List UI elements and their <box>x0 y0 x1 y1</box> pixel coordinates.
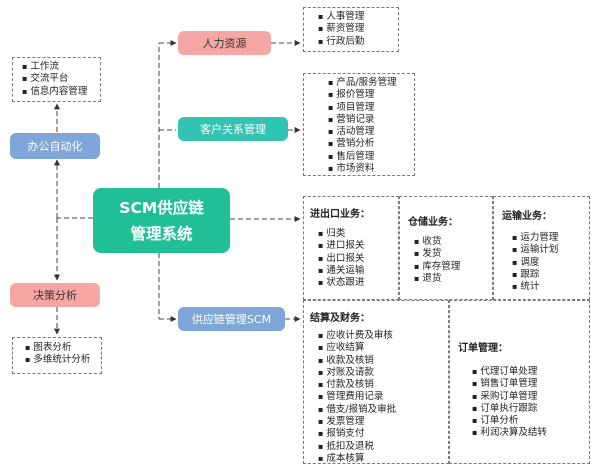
list-item: 利润决算及结转 <box>472 427 589 439</box>
list-item: 管理费用记录 <box>318 391 448 403</box>
import-export-box: 进出口业务： 归类 进口报关 出口报关 通关运输 状态跟进 <box>303 196 399 300</box>
list-item: 库存管理 <box>414 261 492 273</box>
list-item: 活动管理 <box>328 126 414 138</box>
finance-box: 结算及财务： 应收计费及审核 应收结算 收款及核销 对账及请款 付款及核销 管理… <box>303 300 449 464</box>
office-list: 工作流 交流平台 信息内容管理 <box>22 61 100 98</box>
list-item: 跟踪 <box>512 269 589 281</box>
scm-node: 供应链管理SCM <box>178 307 285 331</box>
list-item: 报价管理 <box>328 89 414 101</box>
list-item: 收款及核销 <box>318 355 448 367</box>
center-node: SCM供应链 管理系统 <box>93 188 230 253</box>
list-item: 对账及请款 <box>318 367 448 379</box>
list-item: 应收计费及审核 <box>318 330 448 342</box>
list-item: 借支/报销及审批 <box>318 404 448 416</box>
list-item: 退货 <box>414 273 492 285</box>
list-item: 运力管理 <box>512 232 589 244</box>
list-item: 售后管理 <box>328 151 414 163</box>
list-item: 进口报关 <box>318 240 398 252</box>
list-item: 收货 <box>414 236 492 248</box>
warehouse-list: 收货 发货 库存管理 退货 <box>414 236 492 285</box>
crm-list: 产品/服务管理 报价管理 项目管理 营销记录 活动管理 营销分析 售后管理 市场… <box>328 77 414 175</box>
warehouse-title: 仓储业务： <box>408 217 458 228</box>
center-line-1: SCM供应链 <box>119 198 204 217</box>
hr-list: 人事管理 薪资管理 行政后勤 <box>318 11 398 48</box>
list-item: 市场资料 <box>328 163 414 175</box>
list-item: 营销分析 <box>328 138 414 150</box>
center-line-2: 管理系统 <box>130 224 193 243</box>
list-item: 调度 <box>512 257 589 269</box>
finance-list: 应收计费及审核 应收结算 收款及核销 对账及请款 付款及核销 管理费用记录 借支… <box>318 330 448 465</box>
list-item: 产品/服务管理 <box>328 77 414 89</box>
finance-title: 结算及财务： <box>310 313 370 324</box>
transport-title: 运输业务： <box>502 211 552 222</box>
list-item: 销售订单管理 <box>472 378 589 390</box>
list-item: 代理订单处理 <box>472 366 589 378</box>
import-export-list: 归类 进口报关 出口报关 通关运输 状态跟进 <box>318 228 398 289</box>
list-item: 交流平台 <box>22 73 100 85</box>
list-item: 图表分析 <box>25 342 101 354</box>
transport-box: 运输业务： 运力管理 运输计划 调度 跟踪 统计 <box>493 196 590 300</box>
transport-list: 运力管理 运输计划 调度 跟踪 统计 <box>512 232 589 293</box>
list-item: 出口报关 <box>318 253 398 265</box>
list-item: 人事管理 <box>318 11 398 23</box>
list-item: 工作流 <box>22 61 100 73</box>
list-item: 发货 <box>414 248 492 260</box>
decision-list-box: 图表分析 多维统计分析 <box>12 337 102 374</box>
list-item: 归类 <box>318 228 398 240</box>
decision-list: 图表分析 多维统计分析 <box>25 342 101 367</box>
import-export-title: 进出口业务： <box>310 209 370 220</box>
list-item: 多维统计分析 <box>25 354 101 366</box>
list-item: 统计 <box>512 281 589 293</box>
list-item: 抵扣及退税 <box>318 441 448 453</box>
list-item: 应收结算 <box>318 342 448 354</box>
hr-list-box: 人事管理 薪资管理 行政后勤 <box>303 7 399 52</box>
list-item: 通关运输 <box>318 265 398 277</box>
orders-list: 代理订单处理 销售订单管理 采购订单管理 订单执行跟踪 订单分析 利润决算及结转 <box>472 366 589 440</box>
list-item: 运输计划 <box>512 244 589 256</box>
decision-analysis-node: 决策分析 <box>10 283 100 307</box>
orders-box: 订单管理： 代理订单处理 销售订单管理 采购订单管理 订单执行跟踪 订单分析 利… <box>449 300 590 464</box>
list-item: 报销支付 <box>318 428 448 440</box>
list-item: 成本核算 <box>318 453 448 465</box>
list-item: 行政后勤 <box>318 36 398 48</box>
list-item: 薪资管理 <box>318 23 398 35</box>
list-item: 状态跟进 <box>318 277 398 289</box>
list-item: 项目管理 <box>328 102 414 114</box>
office-automation-node: 办公自动化 <box>10 133 100 159</box>
crm-list-box: 产品/服务管理 报价管理 项目管理 营销记录 活动管理 营销分析 售后管理 市场… <box>303 73 415 176</box>
orders-title: 订单管理： <box>458 343 508 354</box>
office-list-box: 工作流 交流平台 信息内容管理 <box>12 57 101 102</box>
list-item: 营销记录 <box>328 114 414 126</box>
crm-node: 客户关系管理 <box>178 117 288 141</box>
list-item: 采购订单管理 <box>472 391 589 403</box>
list-item: 订单分析 <box>472 415 589 427</box>
warehouse-box: 仓储业务： 收货 发货 库存管理 退货 <box>399 196 493 300</box>
hr-node: 人力资源 <box>178 31 271 55</box>
list-item: 订单执行跟踪 <box>472 403 589 415</box>
list-item: 信息内容管理 <box>22 86 100 98</box>
list-item: 付款及核销 <box>318 379 448 391</box>
list-item: 发票管理 <box>318 416 448 428</box>
